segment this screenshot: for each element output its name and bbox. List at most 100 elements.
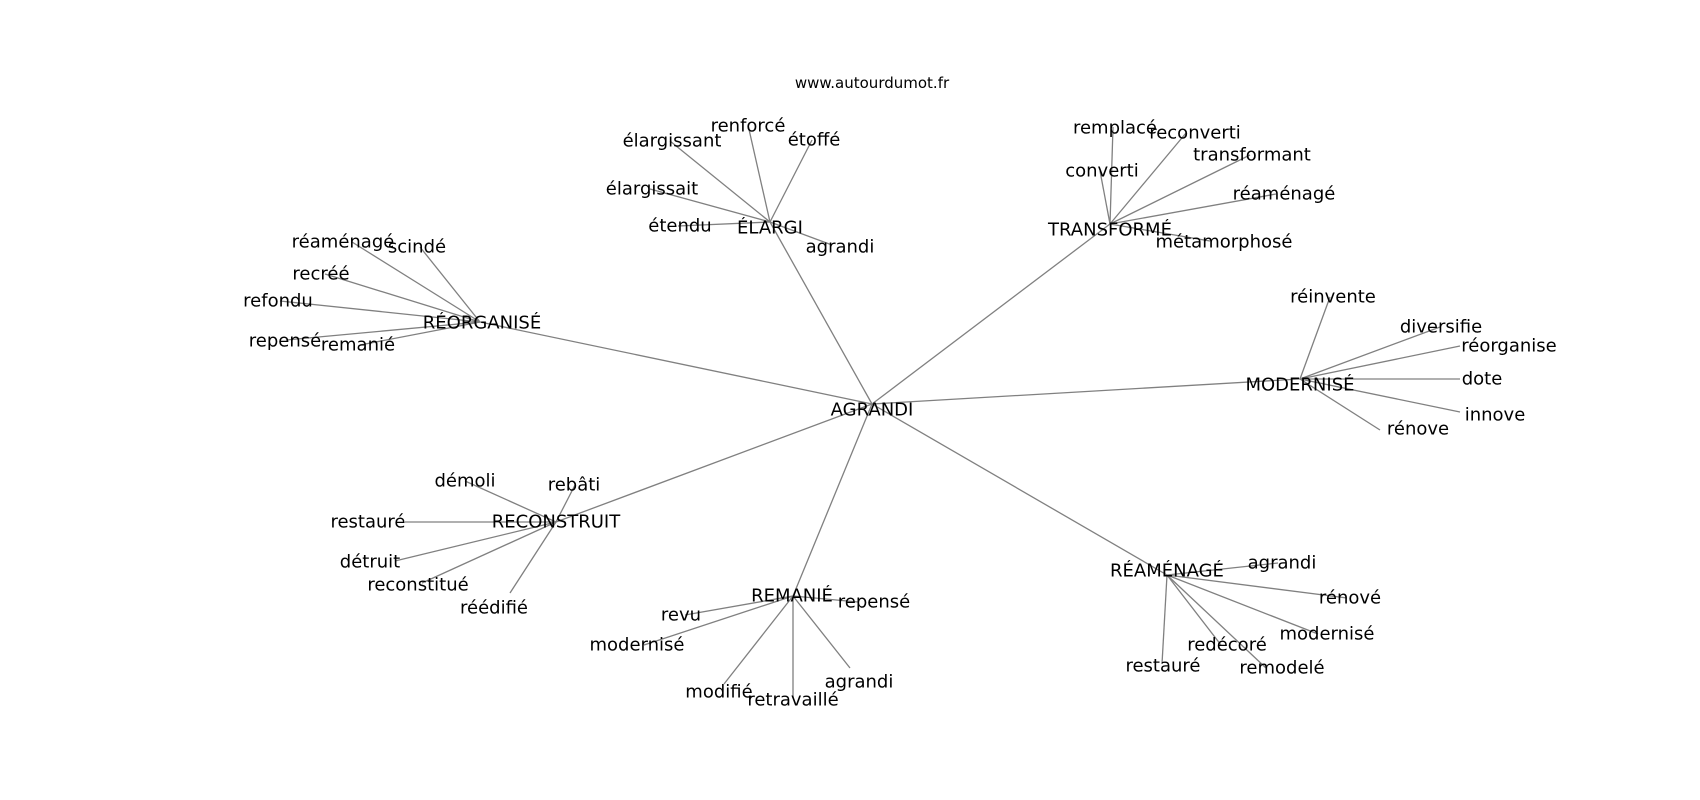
leaf-node[interactable]: converti (1065, 161, 1139, 182)
leaf-node[interactable]: reconstitué (367, 575, 468, 596)
hub-node[interactable]: MODERNISÉ (1245, 374, 1354, 396)
watermark: www.autourdumot.fr (795, 74, 950, 92)
leaf-node[interactable]: restauré (330, 512, 405, 533)
leaf-edge (1166, 574, 1348, 599)
leaf-node[interactable]: innove (1465, 405, 1526, 426)
leaf-edge (677, 221, 771, 227)
leaf-node[interactable]: remplacé (1073, 118, 1157, 139)
leaf-node[interactable]: étoffé (788, 130, 841, 151)
leaf-node[interactable]: transformant (1193, 145, 1311, 166)
leaf-node[interactable]: élargissant (623, 131, 722, 152)
leaf-edge (1109, 223, 1211, 242)
hub-node[interactable]: ÉLARGI (737, 217, 803, 239)
leaf-edge (1109, 154, 1251, 225)
hub-node[interactable]: RECONSTRUIT (492, 512, 621, 533)
leaf-node[interactable]: réinvente (1290, 287, 1376, 308)
leaf-edge (792, 595, 851, 669)
hub-node[interactable]: REMANIÉ (751, 585, 833, 607)
leaf-node[interactable]: agrandi (825, 672, 894, 693)
leaf-node[interactable]: refondu (243, 291, 313, 312)
root-edge (479, 321, 873, 405)
leaf-node[interactable]: recréé (292, 264, 349, 285)
leaf-edge (1299, 326, 1441, 380)
leaf-edge (669, 140, 771, 223)
leaf-edge (1299, 378, 1381, 431)
leaf-node[interactable]: réaménagé (292, 232, 395, 253)
leaf-edge (1166, 574, 1222, 646)
root-edge (555, 403, 873, 523)
leaf-node[interactable]: revu (661, 605, 701, 626)
leaf-edge (509, 521, 557, 594)
leaf-node[interactable]: scindé (388, 237, 446, 258)
leaf-edge (723, 595, 794, 685)
leaf-node[interactable]: remanié (321, 335, 395, 356)
leaf-edge (279, 300, 481, 323)
leaf-node[interactable]: rebâti (548, 475, 601, 496)
edges (279, 124, 1461, 698)
leaf-edge (1109, 132, 1187, 225)
root-edge (871, 403, 1168, 576)
leaf-edge (324, 273, 481, 323)
leaf-node[interactable]: agrandi (806, 237, 875, 258)
leaf-edge (1166, 574, 1319, 635)
leaf-edge (1099, 170, 1111, 225)
leaf-node[interactable]: modernisé (1280, 624, 1375, 645)
leaf-node[interactable]: étendu (648, 216, 711, 237)
leaf-node[interactable]: modernisé (590, 635, 685, 656)
root-edge (792, 403, 873, 597)
leaf-edge (1109, 193, 1277, 225)
leaf-node[interactable]: repensé (249, 331, 321, 352)
root-node[interactable]: AGRANDI (831, 400, 914, 421)
leaf-node[interactable]: élargissait (606, 179, 698, 200)
leaf-edge (421, 521, 557, 584)
hub-node[interactable]: TRANSFORMÉ (1047, 219, 1172, 241)
leaf-edge (649, 188, 771, 223)
leaf-edge (1109, 126, 1114, 225)
leaf-node[interactable]: démoli (434, 471, 495, 492)
leaf-edge (1161, 574, 1168, 665)
leaf-edge (359, 321, 481, 346)
root-edge (871, 223, 1111, 405)
leaf-node[interactable]: redécoré (1187, 635, 1267, 656)
root-edge (769, 221, 873, 405)
leaf-node[interactable]: détruit (340, 552, 400, 573)
leaf-node[interactable]: réaménagé (1233, 184, 1336, 205)
leaf-node[interactable]: métamorphosé (1156, 232, 1293, 253)
leaf-edge (1299, 345, 1461, 380)
leaf-edge (285, 321, 481, 341)
leaf-node[interactable]: agrandi (1248, 553, 1317, 574)
leaf-edge (555, 484, 576, 523)
leaf-edge (1166, 562, 1279, 576)
leaf-node[interactable]: remodelé (1239, 658, 1324, 679)
leaf-edge (684, 595, 794, 616)
leaf-edge (419, 246, 481, 323)
leaf-node[interactable]: renforcé (711, 116, 786, 137)
leaf-node[interactable]: reconverti (1149, 123, 1241, 144)
leaf-node[interactable]: rénove (1387, 419, 1449, 440)
leaf-node[interactable]: repensé (838, 592, 910, 613)
leaf-node[interactable]: diversifie (1400, 317, 1482, 338)
leaf-node[interactable]: réédifié (460, 598, 528, 619)
leaf-node[interactable]: restauré (1125, 656, 1200, 677)
leaf-edge (464, 480, 557, 523)
leaf-edge (1166, 574, 1267, 669)
leaf-edge (1299, 378, 1461, 413)
leaf-edge (747, 124, 771, 223)
leaf-node[interactable]: retravaillé (747, 690, 838, 711)
leaf-node[interactable]: dote (1462, 369, 1503, 390)
leaf-node[interactable]: rénové (1319, 588, 1381, 609)
leaf-edge (643, 595, 794, 646)
leaf-edge (792, 595, 859, 603)
leaf-node[interactable]: modifié (685, 682, 752, 703)
hub-node[interactable]: RÉAMÉNAGÉ (1110, 560, 1224, 582)
leaf-node[interactable]: réorganise (1461, 336, 1557, 357)
leaf-edge (394, 521, 557, 562)
leaf-edge (769, 139, 813, 223)
leaf-edge (351, 241, 481, 323)
leaf-edge (769, 221, 833, 246)
root-edge (871, 378, 1301, 405)
leaf-edge (1299, 296, 1331, 380)
hub-node[interactable]: RÉORGANISÉ (423, 312, 541, 334)
